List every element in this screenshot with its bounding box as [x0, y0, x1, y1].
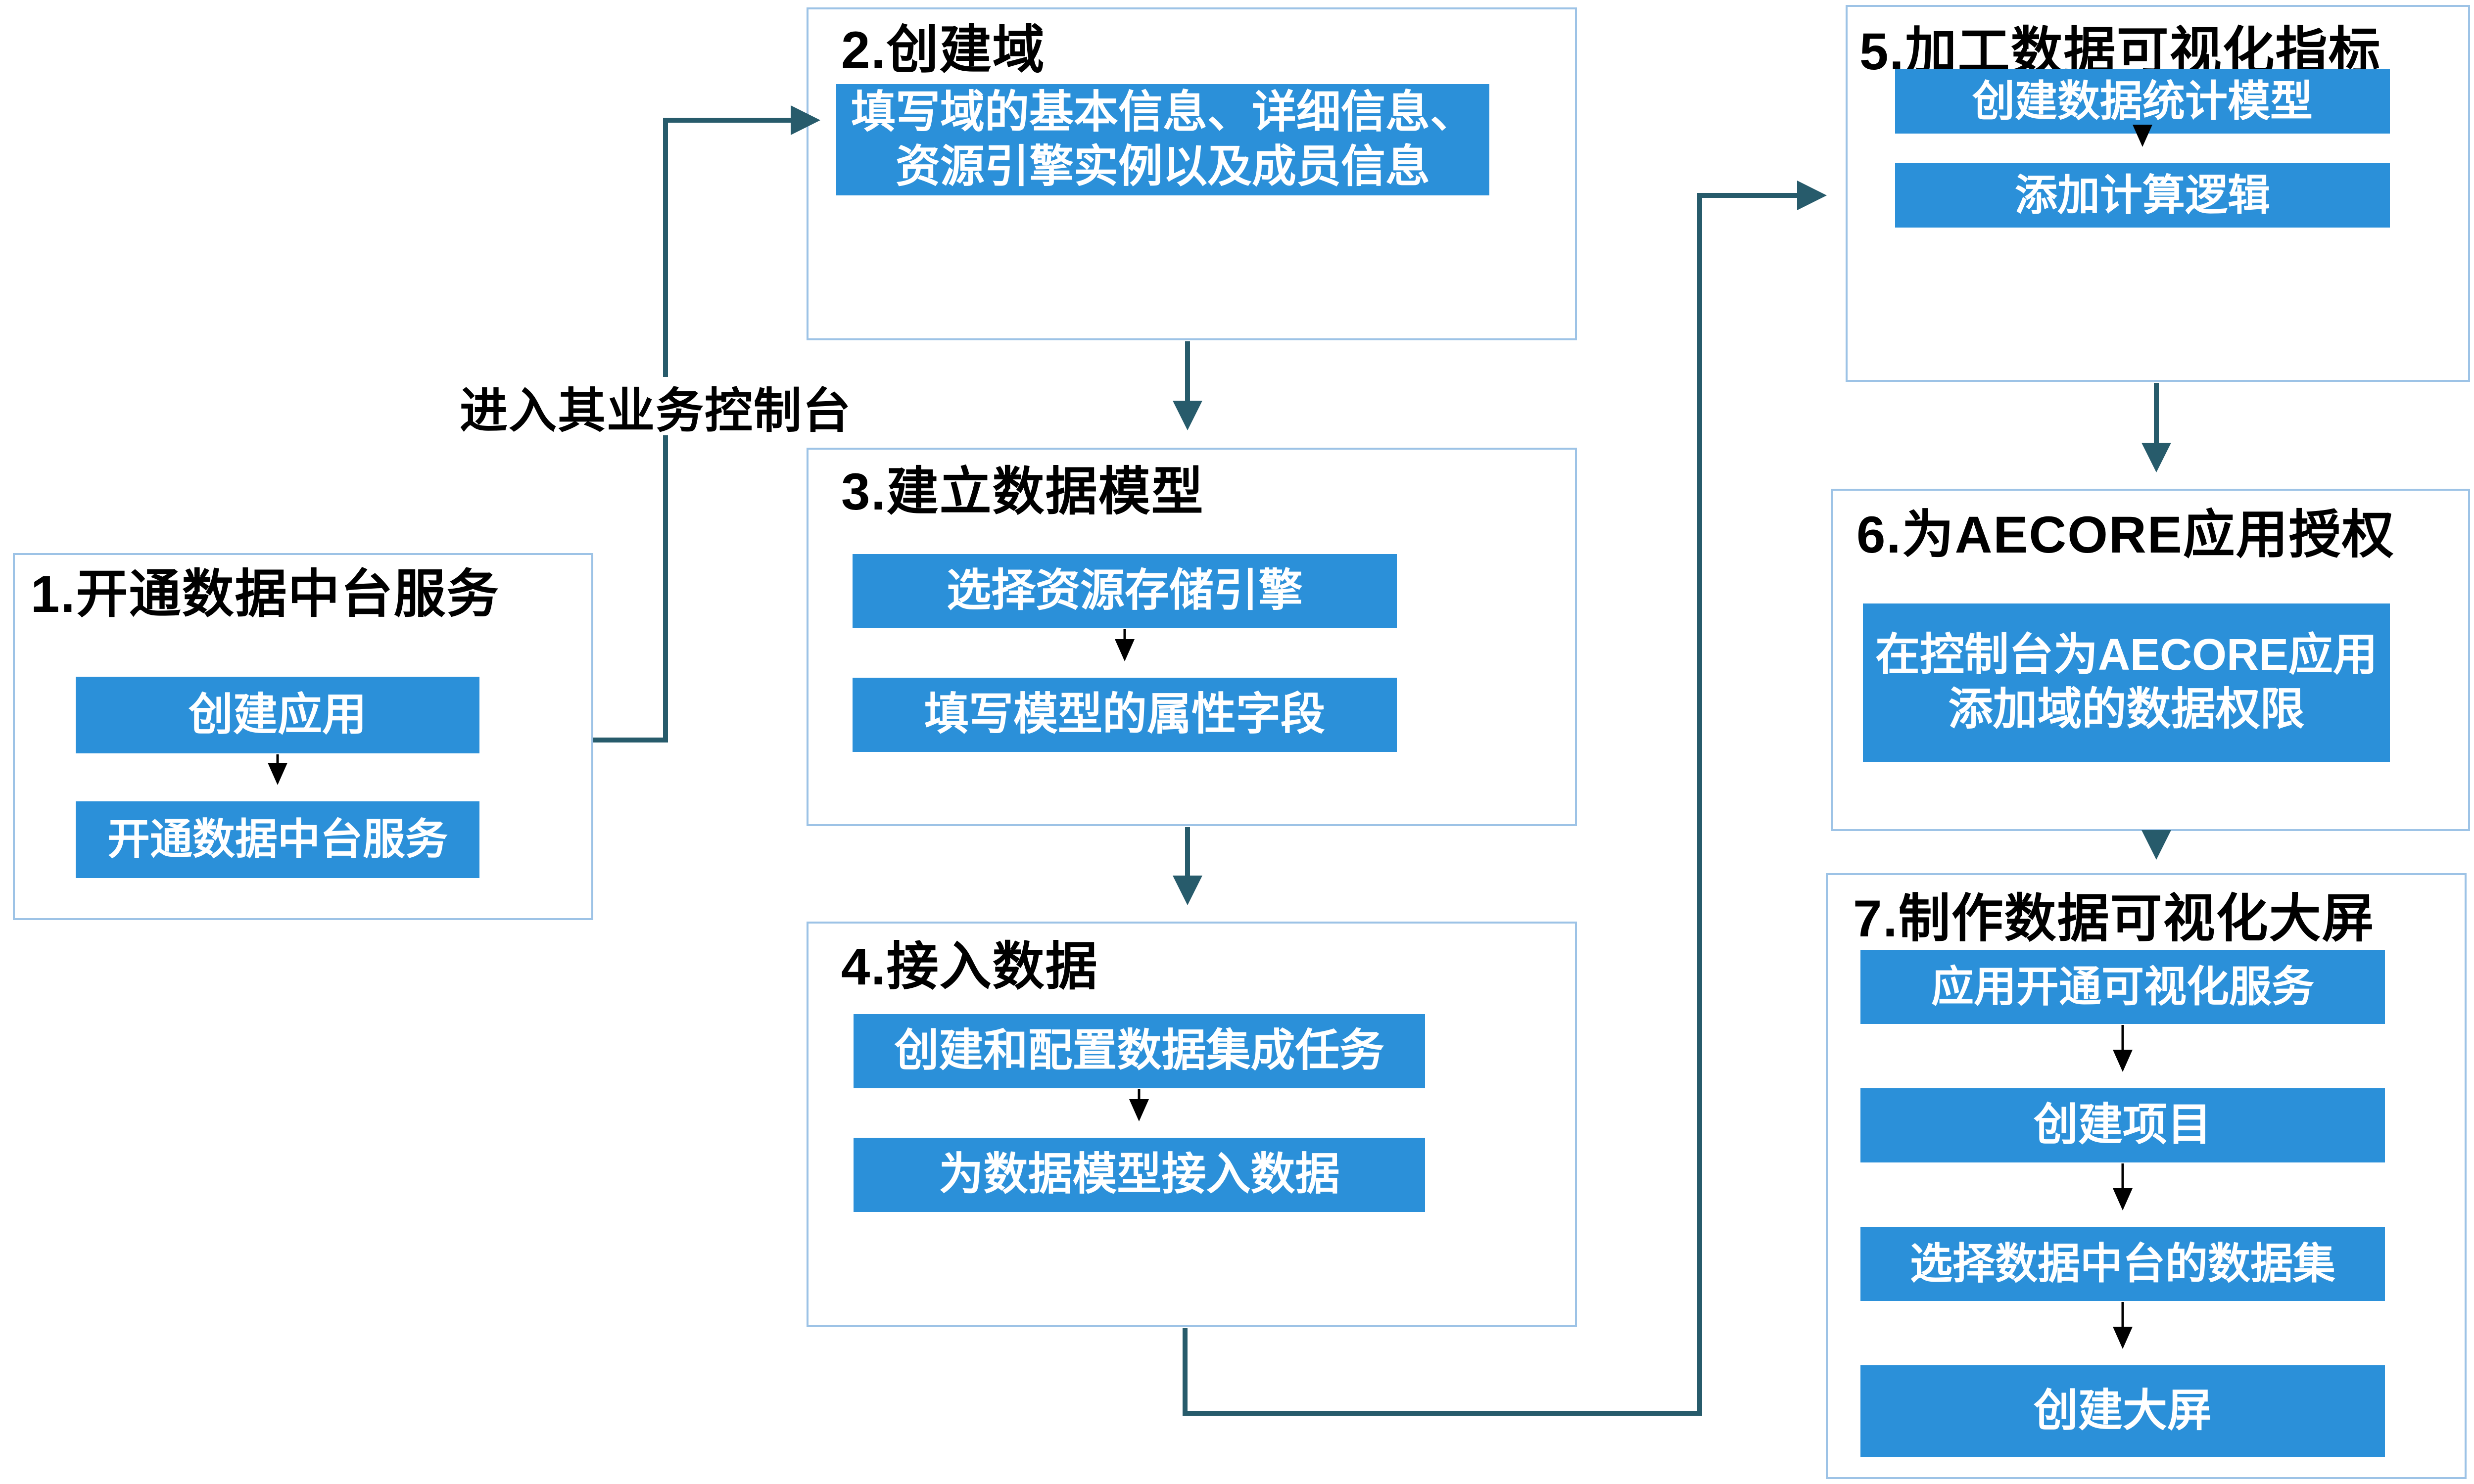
group-title-1: 1.开通数据中台服务	[31, 565, 500, 623]
step-box-create-app: 创建应用	[76, 677, 479, 753]
step-box-select-storage-engine: 选择资源存储引擎	[853, 554, 1397, 628]
group-title-2: 2.创建域	[841, 21, 1046, 79]
step-box-create-integration-task: 创建和配置数据集成任务	[854, 1014, 1425, 1088]
step-box-grant-domain-permission: 在控制台为AECORE应用 添加域的数据权限	[1863, 603, 2390, 762]
group-title-3: 3.建立数据模型	[841, 463, 1204, 521]
step-box-ingest-data-to-model: 为数据模型接入数据	[854, 1138, 1425, 1212]
group-title-6: 6.为AECORE应用授权	[1856, 506, 2395, 564]
step-box-select-dataset: 选择数据中台的数据集	[1860, 1227, 2385, 1301]
step-box-create-project: 创建项目	[1860, 1088, 2385, 1162]
step-box-enable-visualization: 应用开通可视化服务	[1860, 950, 2385, 1024]
group-title-7: 7.制作数据可视化大屏	[1853, 890, 2375, 948]
step-box-create-stat-model: 创建数据统计模型	[1895, 69, 2390, 134]
step-box-enable-dataplatform: 开通数据中台服务	[76, 801, 479, 878]
step-box-fill-domain-info: 填写域的基本信息、详细信息、 资源引擎实例以及成员信息	[836, 84, 1489, 195]
edge-label-enter-console: 进入其业务控制台	[460, 377, 851, 438]
group-title-4: 4.接入数据	[841, 938, 1098, 996]
step-box-create-screen: 创建大屏	[1860, 1365, 2385, 1457]
step-box-fill-model-fields: 填写模型的属性字段	[853, 678, 1397, 752]
step-box-add-calc-logic: 添加计算逻辑	[1895, 163, 2390, 228]
